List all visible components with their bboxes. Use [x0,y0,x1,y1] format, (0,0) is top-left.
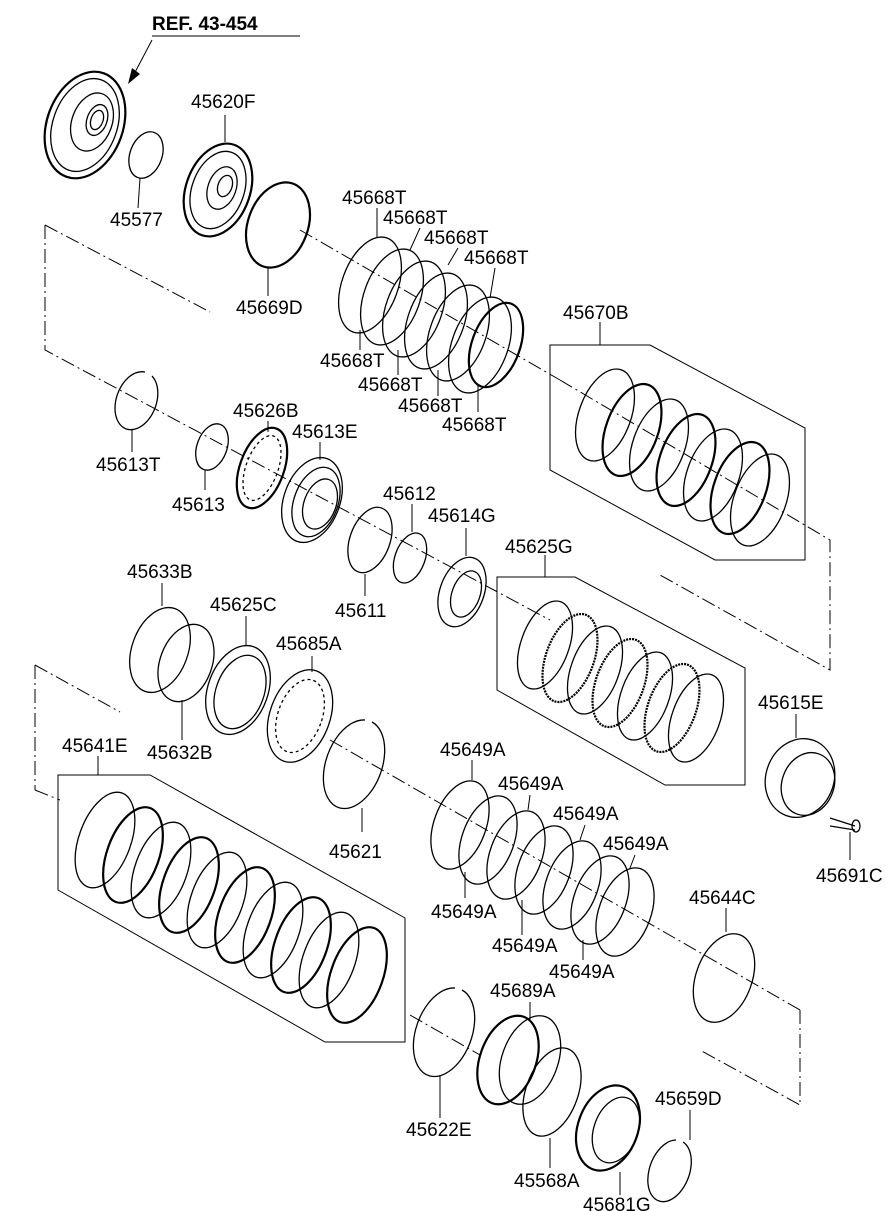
label-45670b: 45670B [563,303,629,324]
piston-45613e [281,456,343,544]
label-45668t-4: 45668T [464,248,529,269]
label-45615e: 45615E [758,693,824,714]
plate-45625c [205,644,271,736]
ring-45669d [244,181,312,269]
label-45659d: 45659D [655,1089,722,1110]
label-45689a: 45689A [490,981,556,1002]
snap-ring-45659d [647,1139,692,1203]
label-45568a: 45568A [514,1171,580,1192]
plate-stack-45668t [337,236,525,394]
bolt-45691c [829,817,861,833]
label-45668t-6: 45668T [358,375,423,396]
kit-box-45641e [57,774,406,1043]
kit-box-45625g [496,576,746,786]
label-45620f: 45620F [191,92,255,113]
ring-45632b [157,623,215,703]
clutch-pack-45670b [574,368,791,547]
ring-45644c [692,933,756,1023]
drum-45689a [476,1014,562,1106]
clutch-pack-45641e [74,791,388,1024]
axis-lines [34,224,831,1106]
gear-hub-45620f [182,142,254,238]
label-45649a-6: 45649A [492,936,558,957]
label-45649a-4: 45649A [603,834,669,855]
snap-ring-45577 [128,131,164,179]
retainer-45614g [437,556,487,628]
clutch-pack-45625g [516,600,725,763]
label-45625c: 45625C [210,595,277,616]
label-45614g: 45614G [428,506,496,527]
label-45633b: 45633B [127,562,193,583]
label-45611: 45611 [335,601,386,622]
label-45668t-7: 45668T [398,396,463,417]
label-45649a-3: 45649A [553,804,619,825]
label-45668t-1: 45668T [342,188,407,209]
label-45621: 45621 [329,842,382,863]
kit-box-45670b [549,344,806,561]
label-45632b: 45632B [147,743,213,764]
drum-hub-ref-part [43,70,127,180]
label-45622e: 45622E [406,1120,472,1141]
label-45668t-2: 45668T [383,208,448,229]
label-45685a: 45685A [276,634,342,655]
label-45644c: 45644C [689,888,756,909]
spring-assembly-45685a [266,669,334,763]
label-45668t-3: 45668T [424,228,489,249]
spring-plate-45626b [235,426,289,510]
snap-ring-45613 [195,423,229,471]
label-45613e: 45613E [292,422,358,443]
label-45649a-2: 45649A [498,774,564,795]
label-45625g: 45625G [505,537,573,558]
label-45691c: 45691C [816,866,883,887]
label-45613: 45613 [172,495,225,516]
retainer-45615e [764,738,836,818]
ring-45612 [392,532,428,584]
label-45649a-7: 45649A [549,962,615,983]
ring-45633b [129,606,191,694]
part-labels: REF. 43-454 45620F 45577 45669D 45668T 4… [62,14,883,1211]
label-45668t-8: 45668T [442,415,507,436]
label-45681g: 45681G [583,1195,651,1211]
gear-45681g [574,1084,642,1172]
label-45626b: 45626B [233,401,299,422]
snap-ring-45622e [412,987,476,1078]
label-45649a-1: 45649A [440,740,506,761]
snap-ring-45613t [114,371,159,431]
label-45641e: 45641E [62,736,128,757]
reference-label: REF. 43-454 [152,14,258,35]
label-45613t: 45613T [96,455,161,476]
plate-stack-45649a [430,780,655,957]
ring-45568a [522,1047,582,1137]
label-45649a-5: 45649A [431,902,497,923]
label-45668t-5: 45668T [320,351,385,372]
label-45577: 45577 [110,210,163,231]
label-45612: 45612 [383,484,436,505]
ring-45611 [347,506,393,574]
label-45669d: 45669D [236,298,303,319]
snap-ring-45621 [322,719,386,810]
